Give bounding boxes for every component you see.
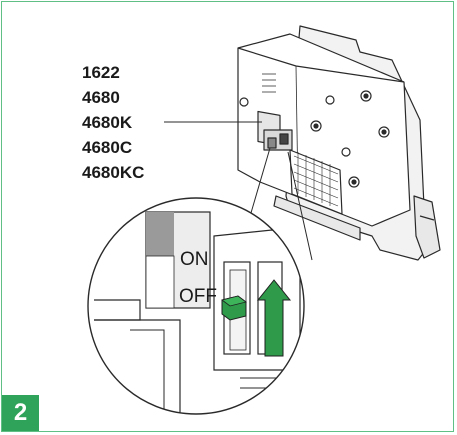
up-arrow-icon bbox=[256, 279, 292, 357]
switch-off-label: OFF bbox=[179, 286, 217, 307]
figure-number-badge: 2 bbox=[2, 395, 39, 431]
model-list: 1622 4680 4680K 4680C 4680KC bbox=[82, 60, 144, 185]
model-item: 4680KC bbox=[82, 163, 145, 182]
model-item: 1622 bbox=[82, 63, 120, 82]
callout-line-right bbox=[287, 151, 313, 261]
model-item: 4680K bbox=[82, 113, 133, 132]
device-module bbox=[237, 25, 441, 261]
model-item: 4680 bbox=[82, 88, 120, 107]
zoom-detail bbox=[88, 198, 304, 414]
switch-on-label: ON bbox=[180, 249, 209, 270]
model-item: 4680C bbox=[82, 138, 133, 157]
zoom-circle bbox=[87, 197, 305, 415]
